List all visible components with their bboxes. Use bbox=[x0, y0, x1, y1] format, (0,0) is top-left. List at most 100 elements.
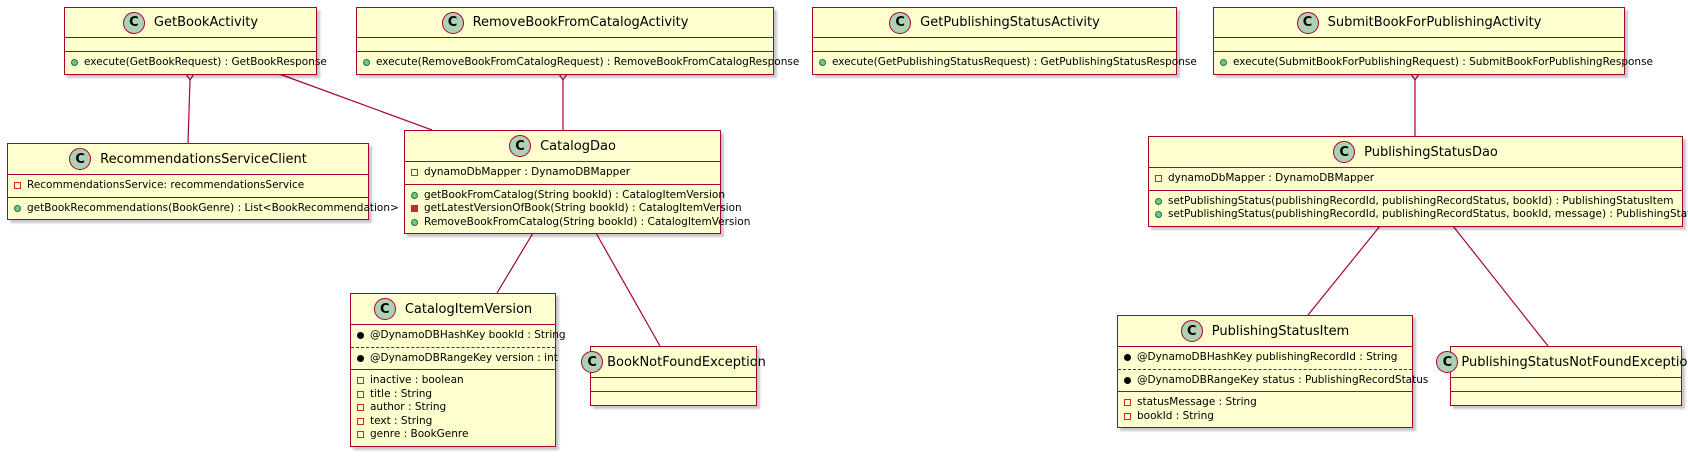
class-header: C PublishingStatusNotFoundException bbox=[1436, 347, 1688, 378]
class-name: PublishingStatusDao bbox=[1364, 144, 1498, 160]
class-c-icon: C bbox=[1436, 351, 1459, 373]
private-field-icon bbox=[357, 404, 364, 412]
field-row: RecommendationsService: recommendationsS… bbox=[14, 179, 368, 193]
link-catalogdao-booknotfound bbox=[595, 232, 661, 347]
static-key-icon bbox=[357, 332, 364, 340]
class-c-icon: C bbox=[373, 298, 396, 320]
key-row: @DynamoDBRangeKey status : PublishingRec… bbox=[1124, 374, 1428, 388]
methods-section bbox=[591, 392, 756, 405]
methods-section: getBookFromCatalog(String bookId) : Cata… bbox=[405, 185, 750, 234]
class-c-icon: C bbox=[1333, 141, 1356, 163]
range-key-section: @DynamoDBRangeKey status : PublishingRec… bbox=[1118, 370, 1428, 392]
class-catalog-dao[interactable]: C CatalogDao dynamoDbMapper : DynamoDBMa… bbox=[404, 130, 750, 234]
class-name: GetBookActivity bbox=[153, 15, 259, 30]
method-row: execute(GetPublishingStatusRequest) : Ge… bbox=[819, 56, 1197, 70]
class-c-icon: C bbox=[1180, 320, 1203, 342]
class-name: RecommendationsServiceClient bbox=[100, 151, 307, 167]
class-name: BookNotFoundException bbox=[607, 354, 766, 370]
public-method-icon bbox=[1155, 197, 1162, 205]
field-row: inactive : boolean bbox=[357, 374, 555, 388]
public-method-icon bbox=[1220, 59, 1227, 67]
field-row: bookId : String bbox=[1124, 410, 1412, 424]
field-row: author : String bbox=[357, 401, 555, 415]
class-publishing-status-dao[interactable]: C PublishingStatusDao dynamoDbMapper : D… bbox=[1148, 136, 1688, 227]
link-getbook-recommendations bbox=[187, 79, 191, 144]
class-name: PublishingStatusItem bbox=[1211, 323, 1350, 339]
methods-section: execute(SubmitBookForPublishingRequest) … bbox=[1214, 52, 1653, 74]
private-field-icon bbox=[357, 390, 364, 398]
range-key-section: @DynamoDBRangeKey version : int bbox=[351, 348, 558, 370]
method-row: RemoveBookFromCatalog(String bookId) : C… bbox=[411, 216, 750, 230]
class-header: C PublishingStatusItem bbox=[1118, 316, 1412, 347]
method-row: execute(RemoveBookFromCatalogRequest) : … bbox=[363, 56, 799, 70]
method-row: getBookRecommendations(BookGenre) : List… bbox=[14, 202, 399, 216]
class-name: CatalogDao bbox=[540, 138, 616, 154]
field-row: dynamoDbMapper : DynamoDBMapper bbox=[411, 166, 720, 180]
public-method-icon bbox=[1155, 211, 1162, 219]
methods-section: execute(RemoveBookFromCatalogRequest) : … bbox=[357, 52, 799, 74]
class-header: C GetPublishingStatusActivity bbox=[813, 8, 1176, 38]
method-row: getLatestVersionOfBook(String bookId) : … bbox=[411, 202, 742, 216]
public-method-icon bbox=[819, 59, 826, 67]
fields-section bbox=[1214, 38, 1624, 52]
private-field-icon bbox=[1124, 399, 1131, 407]
field-row: genre : BookGenre bbox=[357, 428, 555, 442]
fields-section: inactive : boolean title : String author… bbox=[351, 370, 555, 446]
method-row: execute(SubmitBookForPublishingRequest) … bbox=[1220, 56, 1653, 70]
methods-section: getBookRecommendations(BookGenre) : List… bbox=[8, 198, 399, 220]
hash-key-section: @DynamoDBHashKey publishingRecordId : St… bbox=[1118, 347, 1412, 370]
fields-section: dynamoDbMapper : DynamoDBMapper bbox=[1149, 168, 1682, 191]
fields-section bbox=[357, 38, 773, 52]
class-c-icon: C bbox=[1296, 11, 1319, 34]
class-name: RemoveBookFromCatalogActivity bbox=[472, 15, 689, 30]
class-get-publishing-status-activity[interactable]: C GetPublishingStatusActivity execute(Ge… bbox=[812, 7, 1197, 75]
class-book-not-found-exception[interactable]: C BookNotFoundException bbox=[581, 346, 766, 406]
class-header: C PublishingStatusDao bbox=[1149, 137, 1682, 168]
field-row: text : String bbox=[357, 415, 555, 429]
field-row: statusMessage : String bbox=[1124, 396, 1412, 410]
private-field-icon bbox=[357, 417, 364, 425]
private-field-icon bbox=[1124, 412, 1131, 420]
fields-section: RecommendationsService: recommendationsS… bbox=[8, 175, 368, 198]
class-name: GetPublishingStatusActivity bbox=[920, 15, 1100, 30]
class-header: C RecommendationsServiceClient bbox=[8, 144, 368, 175]
methods-section bbox=[1451, 392, 1681, 405]
methods-section: setPublishingStatus(publishingRecordId, … bbox=[1149, 191, 1688, 226]
class-remove-book-from-catalog-activity[interactable]: C RemoveBookFromCatalogActivity execute(… bbox=[356, 7, 799, 75]
class-recommendations-service-client[interactable]: C RecommendationsServiceClient Recommend… bbox=[7, 143, 399, 220]
class-c-icon: C bbox=[122, 11, 145, 34]
field-row: dynamoDbMapper : DynamoDBMapper bbox=[1155, 172, 1682, 186]
class-c-icon: C bbox=[441, 11, 464, 34]
private-field-icon bbox=[411, 169, 418, 177]
class-publishing-status-not-found-exception[interactable]: C PublishingStatusNotFoundException bbox=[1436, 346, 1688, 406]
class-c-icon: C bbox=[509, 135, 532, 157]
class-header: C CatalogItemVersion bbox=[351, 294, 555, 325]
fields-section bbox=[813, 38, 1176, 52]
method-row: getBookFromCatalog(String bookId) : Cata… bbox=[411, 189, 725, 203]
key-row: @DynamoDBHashKey bookId : String bbox=[357, 329, 566, 343]
static-key-icon bbox=[357, 354, 364, 362]
method-row: execute(GetBookRequest) : GetBookRespons… bbox=[71, 56, 327, 70]
field-row: title : String bbox=[357, 388, 555, 402]
class-header: C RemoveBookFromCatalogActivity bbox=[357, 8, 773, 38]
private-method-icon bbox=[411, 205, 418, 213]
fields-section bbox=[591, 378, 756, 392]
class-name: CatalogItemVersion bbox=[404, 301, 533, 317]
class-submit-book-for-publishing-activity[interactable]: C SubmitBookForPublishingActivity execut… bbox=[1213, 7, 1653, 75]
method-row: setPublishingStatus(publishingRecordId, … bbox=[1155, 195, 1682, 209]
public-method-icon bbox=[14, 204, 21, 212]
class-get-book-activity[interactable]: C GetBookActivity execute(GetBookRequest… bbox=[64, 7, 327, 75]
public-method-icon bbox=[411, 218, 418, 226]
link-publishingdao-publishingstatusitem bbox=[1307, 225, 1381, 316]
hash-key-section: @DynamoDBHashKey bookId : String bbox=[351, 325, 566, 348]
link-getbook-catalogdao bbox=[281, 74, 433, 131]
fields-section bbox=[1451, 378, 1681, 392]
public-method-icon bbox=[411, 191, 418, 199]
class-catalog-item-version[interactable]: C CatalogItemVersion @DynamoDBHashKey bo… bbox=[350, 293, 566, 447]
key-row: @DynamoDBRangeKey version : int bbox=[357, 352, 558, 366]
private-field-icon bbox=[14, 182, 21, 190]
class-publishing-status-item[interactable]: C PublishingStatusItem @DynamoDBHashKey … bbox=[1117, 315, 1428, 428]
public-method-icon bbox=[363, 59, 370, 67]
private-field-icon bbox=[357, 377, 364, 385]
static-key-icon bbox=[1124, 354, 1131, 362]
